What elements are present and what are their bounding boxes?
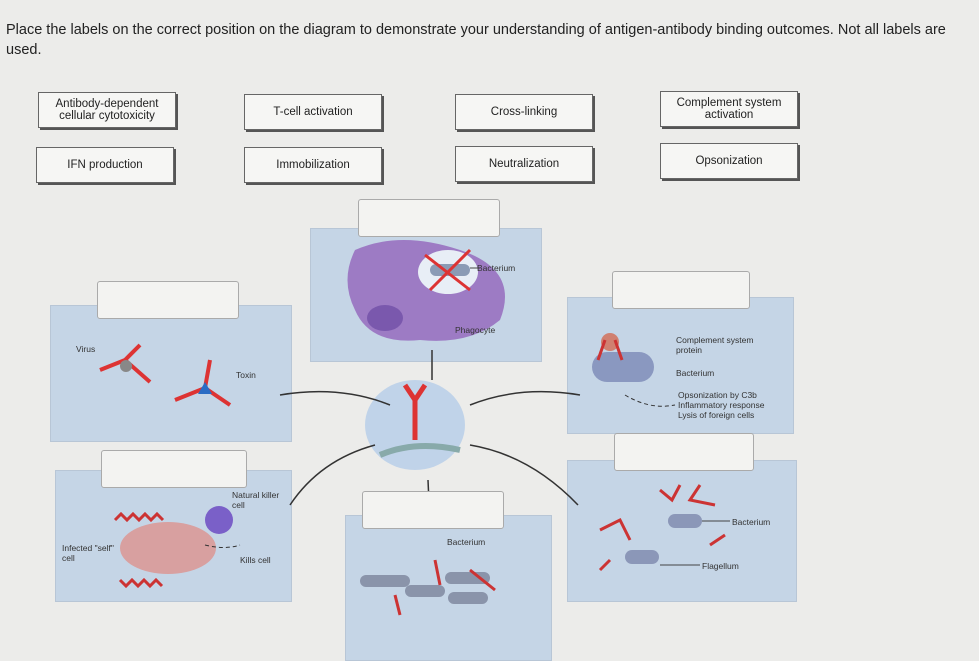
label-adcc[interactable]: Antibody-dependent cellular cytotoxicity xyxy=(38,92,176,128)
phagocyte-label: Phagocyte xyxy=(455,325,496,335)
virus-label: Virus xyxy=(76,344,96,354)
flagellum-label: Flagellum xyxy=(702,561,739,571)
drop-zone-adcc-panel[interactable] xyxy=(101,450,247,488)
kills-cell-label: Kills cell xyxy=(240,555,271,565)
label-immobilization[interactable]: Immobilization xyxy=(244,147,382,183)
outcome-label: Inflammatory response xyxy=(678,400,765,410)
drop-zone-crosslinking-panel[interactable] xyxy=(362,491,504,529)
outcome-label: Opsonization by C3b xyxy=(678,390,757,400)
panel-immobilization xyxy=(567,460,797,602)
label-opsonization[interactable]: Opsonization xyxy=(660,143,798,179)
instructions: Place the labels on the correct position… xyxy=(6,22,946,58)
panel-crosslinking xyxy=(345,515,552,661)
label-neutralization[interactable]: Neutralization xyxy=(455,146,593,182)
nk-cell-label: Natural killer cell xyxy=(232,490,280,510)
label-ifn-production[interactable]: IFN production xyxy=(36,147,174,183)
toxin-label: Toxin xyxy=(236,370,256,380)
drop-zone-neutralization-panel[interactable] xyxy=(97,281,239,319)
drop-zone-phagocytosis-panel[interactable] xyxy=(358,199,500,237)
complement-protein-label: Complement system protein xyxy=(676,335,754,355)
bacterium-label: Bacterium xyxy=(732,517,771,527)
label-t-cell-activation[interactable]: T-cell activation xyxy=(244,94,382,130)
bacterium-label: Bacterium xyxy=(676,368,715,378)
drop-zone-immobilization-panel[interactable] xyxy=(614,433,754,471)
outcome-label: Lysis of foreign cells xyxy=(678,410,755,420)
label-cross-linking[interactable]: Cross-linking xyxy=(455,94,593,130)
drop-zone-complement-panel[interactable] xyxy=(612,271,750,309)
panel-neutralization xyxy=(50,305,292,442)
label-complement-activation[interactable]: Complement system activation xyxy=(660,91,798,127)
bacterium-label: Bacterium xyxy=(477,263,516,273)
bacterium-label: Bacterium xyxy=(447,537,486,547)
infected-cell-label: Infected "self" cell xyxy=(62,543,114,563)
